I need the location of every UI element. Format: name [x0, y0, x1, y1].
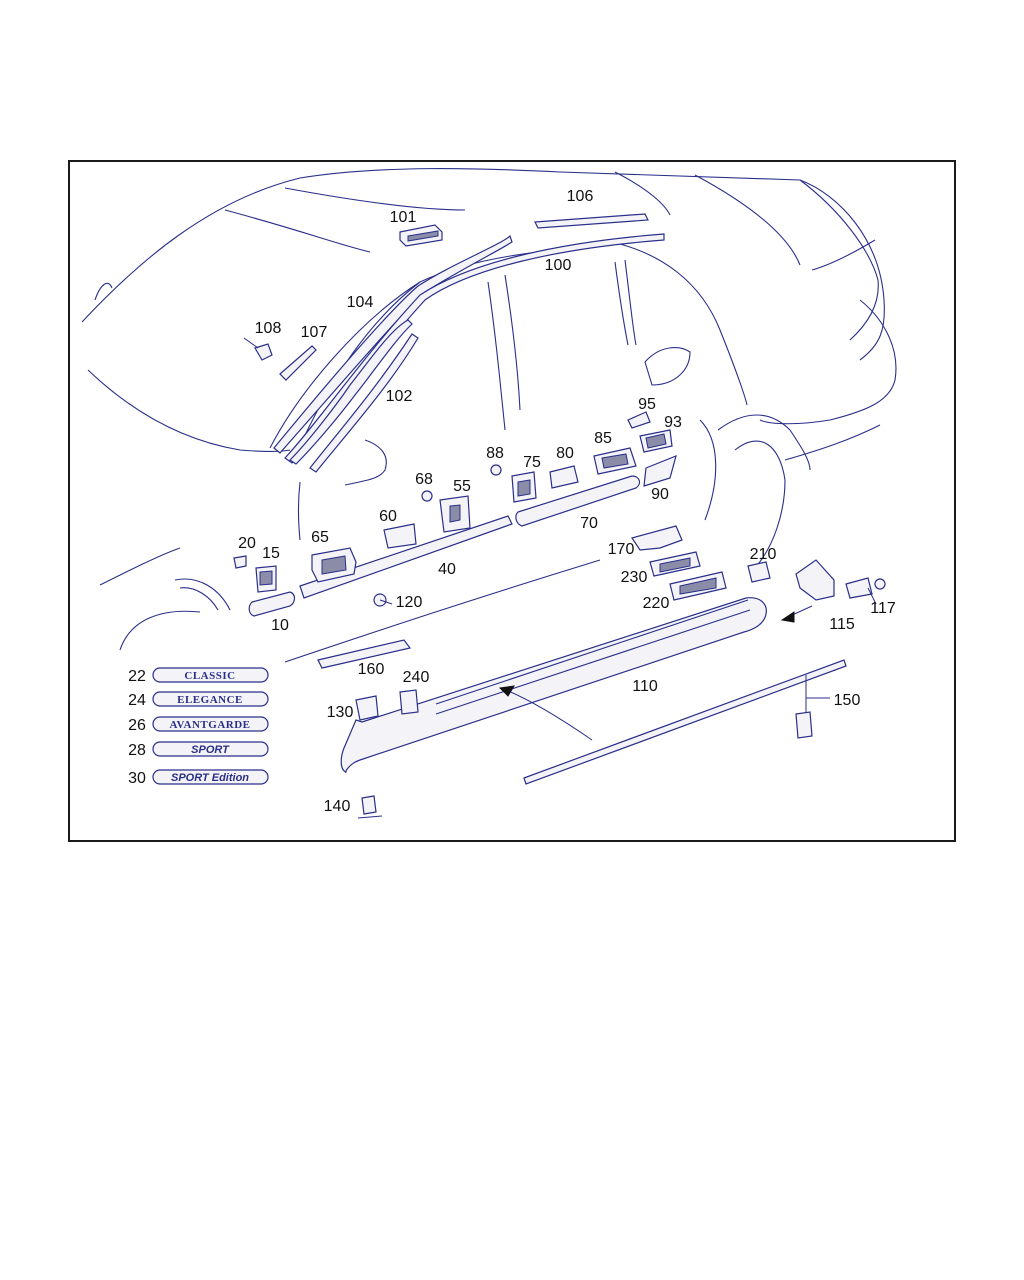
callout-102: 102 — [386, 388, 413, 405]
callout-85: 85 — [594, 430, 612, 447]
door-mouldings — [248, 454, 677, 617]
callout-15: 15 — [262, 545, 280, 562]
leader-lines — [498, 587, 877, 741]
callout-120: 120 — [396, 594, 423, 611]
callout-220: 220 — [643, 595, 670, 612]
car-outline — [81, 168, 897, 663]
callout-110: 110 — [632, 678, 658, 695]
callout-160: 160 — [358, 661, 385, 678]
badge-28 — [152, 741, 269, 757]
callout-90: 90 — [651, 486, 669, 503]
diagram-frame — [68, 160, 956, 842]
badge-26 — [152, 716, 269, 732]
callout-104: 104 — [347, 294, 374, 311]
callout-140: 140 — [324, 798, 351, 815]
callout-95: 95 — [638, 396, 656, 413]
badge-number-30: 30 — [128, 770, 146, 787]
badge-number-24: 24 — [128, 692, 146, 709]
callout-75: 75 — [523, 454, 541, 471]
callout-106: 106 — [567, 188, 594, 205]
badge-number-26: 26 — [128, 717, 146, 734]
badge-30 — [152, 769, 269, 785]
badge-text-28: SPORT — [191, 744, 230, 756]
callout-108: 108 — [255, 320, 282, 337]
callout-40: 40 — [438, 561, 456, 578]
callout-130: 130 — [327, 704, 354, 721]
callout-labels: 101 106 100 104 108 107 102 95 93 88 75 80 85 68 55 90 6… — [238, 188, 896, 815]
callout-20: 20 — [238, 535, 256, 552]
callout-230: 230 — [621, 569, 648, 586]
callout-65: 65 — [311, 529, 329, 546]
callout-68: 68 — [415, 471, 433, 488]
trim-strips — [243, 213, 665, 473]
badge-number-22: 22 — [128, 668, 146, 685]
callout-55: 55 — [453, 478, 471, 495]
callout-10: 10 — [271, 617, 289, 634]
callout-80: 80 — [556, 445, 574, 462]
badge-text-30: SPORT Edition — [171, 772, 249, 784]
callout-240: 240 — [403, 669, 430, 686]
callout-150: 150 — [834, 692, 861, 709]
callout-93: 93 — [664, 414, 682, 431]
callout-170: 170 — [608, 541, 635, 558]
badge-22 — [152, 667, 269, 683]
badge-number-28: 28 — [128, 742, 146, 759]
badge-text-24: ELEGANCE — [177, 694, 243, 706]
callout-210: 210 — [750, 546, 777, 563]
callout-100: 100 — [545, 257, 572, 274]
callout-101: 101 — [390, 209, 417, 226]
badge-text-26: AVANTGARDE — [169, 719, 250, 731]
badge-24 — [152, 691, 269, 707]
badge-list: 22 CLASSIC 24 ELEGANCE 26 AVANTGARDE 28 SPORT 30… — [128, 667, 269, 787]
badge-text-22: CLASSIC — [184, 670, 235, 682]
callout-88: 88 — [486, 445, 504, 462]
callout-117: 117 — [870, 600, 896, 617]
callout-60: 60 — [379, 508, 397, 525]
rocker-assembly — [317, 525, 886, 819]
callout-115: 115 — [829, 616, 855, 633]
callout-107: 107 — [301, 324, 328, 341]
callout-70: 70 — [580, 515, 598, 532]
clips — [233, 411, 673, 607]
